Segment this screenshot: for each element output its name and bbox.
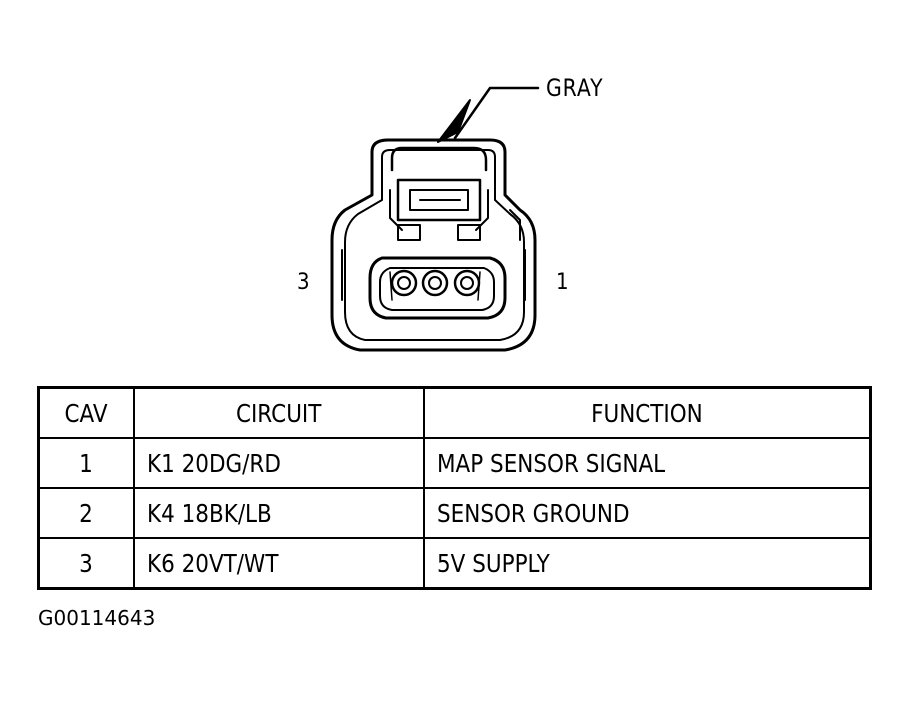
pinout-table: CAV CIRCUIT FUNCTION 1 K1 20DG/RD MAP SE… — [37, 386, 872, 590]
cell-function: 5V SUPPLY — [422, 537, 872, 590]
table-header-row: CAV CIRCUIT FUNCTION — [37, 386, 872, 439]
table-row: 2 K4 18BK/LB SENSOR GROUND — [37, 487, 872, 539]
cavity-3-pin — [390, 269, 418, 297]
cell-cav: 3 — [37, 537, 135, 590]
cavity-3-label: 3 — [297, 270, 310, 295]
header-circuit: CIRCUIT — [132, 386, 425, 439]
cell-function: MAP SENSOR SIGNAL — [422, 437, 872, 489]
cell-circuit: K4 18BK/LB — [132, 487, 425, 539]
header-function: FUNCTION — [422, 386, 872, 439]
connector-outer-body — [330, 138, 537, 352]
cell-cav: 2 — [37, 487, 135, 539]
cavity-1-pin — [453, 269, 481, 297]
cavity-housing — [368, 256, 507, 320]
cavity-2-pin — [421, 269, 449, 297]
cell-cav: 1 — [37, 437, 135, 489]
leader-line — [453, 86, 540, 140]
arrow-head-icon — [437, 99, 471, 143]
table-row: 3 K6 20VT/WT 5V SUPPLY — [37, 537, 872, 590]
header-cav: CAV — [37, 386, 135, 439]
cell-circuit: K1 20DG/RD — [132, 437, 425, 489]
connector-diagram — [330, 86, 540, 352]
table-row: 1 K1 20DG/RD MAP SENSOR SIGNAL — [37, 437, 872, 489]
cell-circuit: K6 20VT/WT — [132, 537, 425, 590]
locking-tab — [390, 146, 488, 172]
connector-color-label: GRAY — [546, 74, 604, 102]
figure-id: G00114643 — [38, 606, 156, 630]
cavity-1-label: 1 — [556, 270, 569, 295]
cell-function: SENSOR GROUND — [422, 487, 872, 539]
